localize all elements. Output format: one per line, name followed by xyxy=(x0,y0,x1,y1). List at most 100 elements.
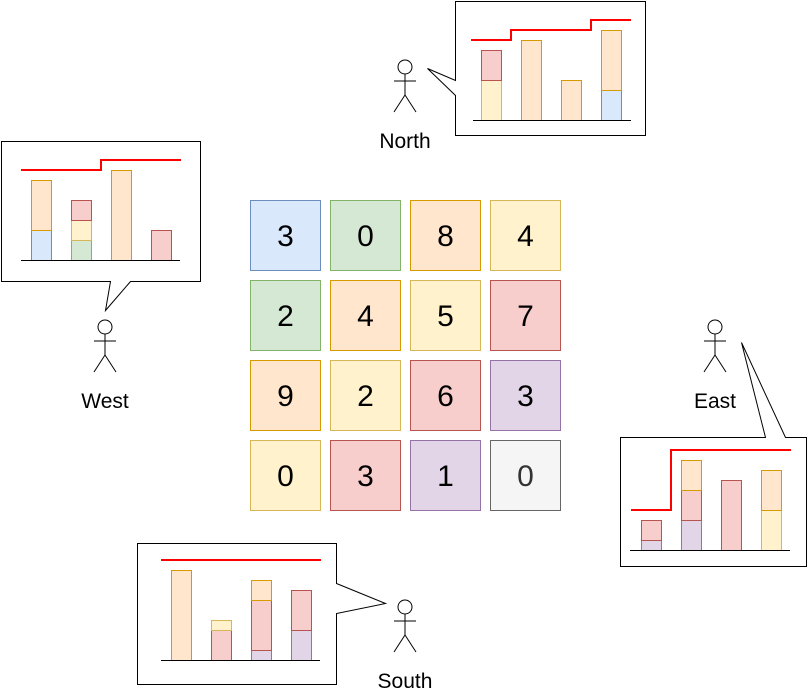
bar-segment xyxy=(641,520,662,541)
bar-segment xyxy=(71,220,92,241)
west-label: West xyxy=(81,390,129,413)
grid-cell: 5 xyxy=(410,280,481,351)
bar-segment xyxy=(31,230,52,261)
grid-cell-value: 2 xyxy=(357,380,374,413)
south-stick-figure-icon xyxy=(393,599,417,653)
bar-segment xyxy=(681,490,702,521)
east-label: East xyxy=(694,390,736,413)
grid-cell-value: 0 xyxy=(357,220,374,253)
grid-cell-box xyxy=(250,360,321,431)
grid-cell: 4 xyxy=(330,280,401,351)
grid-cell: 8 xyxy=(410,200,481,271)
right-leg xyxy=(104,354,117,373)
bar-segment xyxy=(291,630,312,661)
west-viewer: West xyxy=(1,141,201,413)
grid-cell-box xyxy=(410,360,481,431)
north-stick-figure-icon xyxy=(393,59,417,113)
bar-segment xyxy=(291,590,312,631)
head xyxy=(397,599,413,615)
bar-segment xyxy=(481,50,502,81)
skyline-line xyxy=(471,19,631,41)
bar-segment xyxy=(601,30,622,91)
north-speech-bubble xyxy=(427,1,646,136)
south-label: South xyxy=(378,670,433,693)
number-grid: 3 0 8 4 2 4 5 7 9 2 6 3 0 3 1 0 xyxy=(250,200,561,511)
grid-cell-box xyxy=(330,280,401,351)
bar-segment xyxy=(171,570,192,661)
left-leg xyxy=(393,634,406,653)
grid-cell-value: 3 xyxy=(357,460,374,493)
right-leg xyxy=(404,634,417,653)
grid-cell-value: 3 xyxy=(517,380,534,413)
grid-cell-box xyxy=(410,440,481,511)
grid-cell-value: 9 xyxy=(277,380,294,413)
right-leg xyxy=(404,94,417,113)
left-leg xyxy=(393,94,406,113)
grid-cell-value: 5 xyxy=(437,300,454,333)
bar-segment xyxy=(641,540,662,551)
bar-segment xyxy=(71,200,92,221)
grid-cell: 2 xyxy=(330,360,401,431)
grid-cell: 0 xyxy=(250,440,321,511)
grid-cell-value: 6 xyxy=(437,380,454,413)
left-leg xyxy=(93,354,106,373)
east-viewer: East xyxy=(620,319,807,567)
east-view-chart xyxy=(630,449,791,551)
grid-cell-box xyxy=(250,440,321,511)
grid-cell: 0 xyxy=(490,440,561,511)
grid-cell-value: 7 xyxy=(517,300,534,333)
north-viewer: North xyxy=(379,1,646,153)
bar-segment xyxy=(31,180,52,231)
bar-segment xyxy=(721,480,742,551)
head xyxy=(97,319,113,335)
bar-segment xyxy=(211,630,232,661)
skyline-line xyxy=(631,449,791,511)
south-speech-bubble xyxy=(137,543,388,685)
bar-segment xyxy=(211,620,232,631)
skyline-line xyxy=(21,159,181,171)
grid-cell-value: 3 xyxy=(277,220,294,253)
grid-cell: 3 xyxy=(250,200,321,271)
grid-cell-box xyxy=(490,200,561,271)
grid-cell: 3 xyxy=(330,440,401,511)
grid-cell-box xyxy=(330,200,401,271)
bar-segment xyxy=(251,580,272,601)
bar-segment xyxy=(681,520,702,551)
grid-cell-box xyxy=(490,280,561,351)
bar-segment xyxy=(681,460,702,491)
grid-cell-value: 4 xyxy=(357,300,374,333)
grid-cell-box xyxy=(330,440,401,511)
grid-cell-value: 8 xyxy=(437,220,454,253)
bar-segment xyxy=(601,90,622,121)
bar-segment xyxy=(761,510,782,551)
head xyxy=(707,319,723,335)
grid-cell-box xyxy=(330,360,401,431)
bar-segment xyxy=(71,240,92,261)
grid-cell-box xyxy=(410,200,481,271)
west-speech-bubble xyxy=(1,141,201,313)
head xyxy=(397,59,413,75)
grid-cell-box xyxy=(490,440,561,511)
bar-segment xyxy=(761,470,782,511)
grid-cell-box xyxy=(250,200,321,271)
bar-segment xyxy=(251,650,272,661)
grid-cell-value: 4 xyxy=(517,220,534,253)
grid-cell: 0 xyxy=(330,200,401,271)
grid-cell: 4 xyxy=(490,200,561,271)
grid-cell-value: 0 xyxy=(517,460,534,493)
west-stick-figure-icon xyxy=(93,319,117,373)
grid-cell-value: 1 xyxy=(437,460,454,493)
bar-segment xyxy=(251,600,272,651)
bar-segment xyxy=(521,40,542,121)
bar-segment xyxy=(481,80,502,121)
grid-cell-value: 2 xyxy=(277,300,294,333)
bar-segment xyxy=(561,80,582,121)
grid-cell: 2 xyxy=(250,280,321,351)
grid-cell-value: 0 xyxy=(277,460,294,493)
grid-cell: 1 xyxy=(410,440,481,511)
grid-cell: 3 xyxy=(490,360,561,431)
grid-cell-box xyxy=(410,280,481,351)
grid-cell: 6 xyxy=(410,360,481,431)
grid-cell: 7 xyxy=(490,280,561,351)
